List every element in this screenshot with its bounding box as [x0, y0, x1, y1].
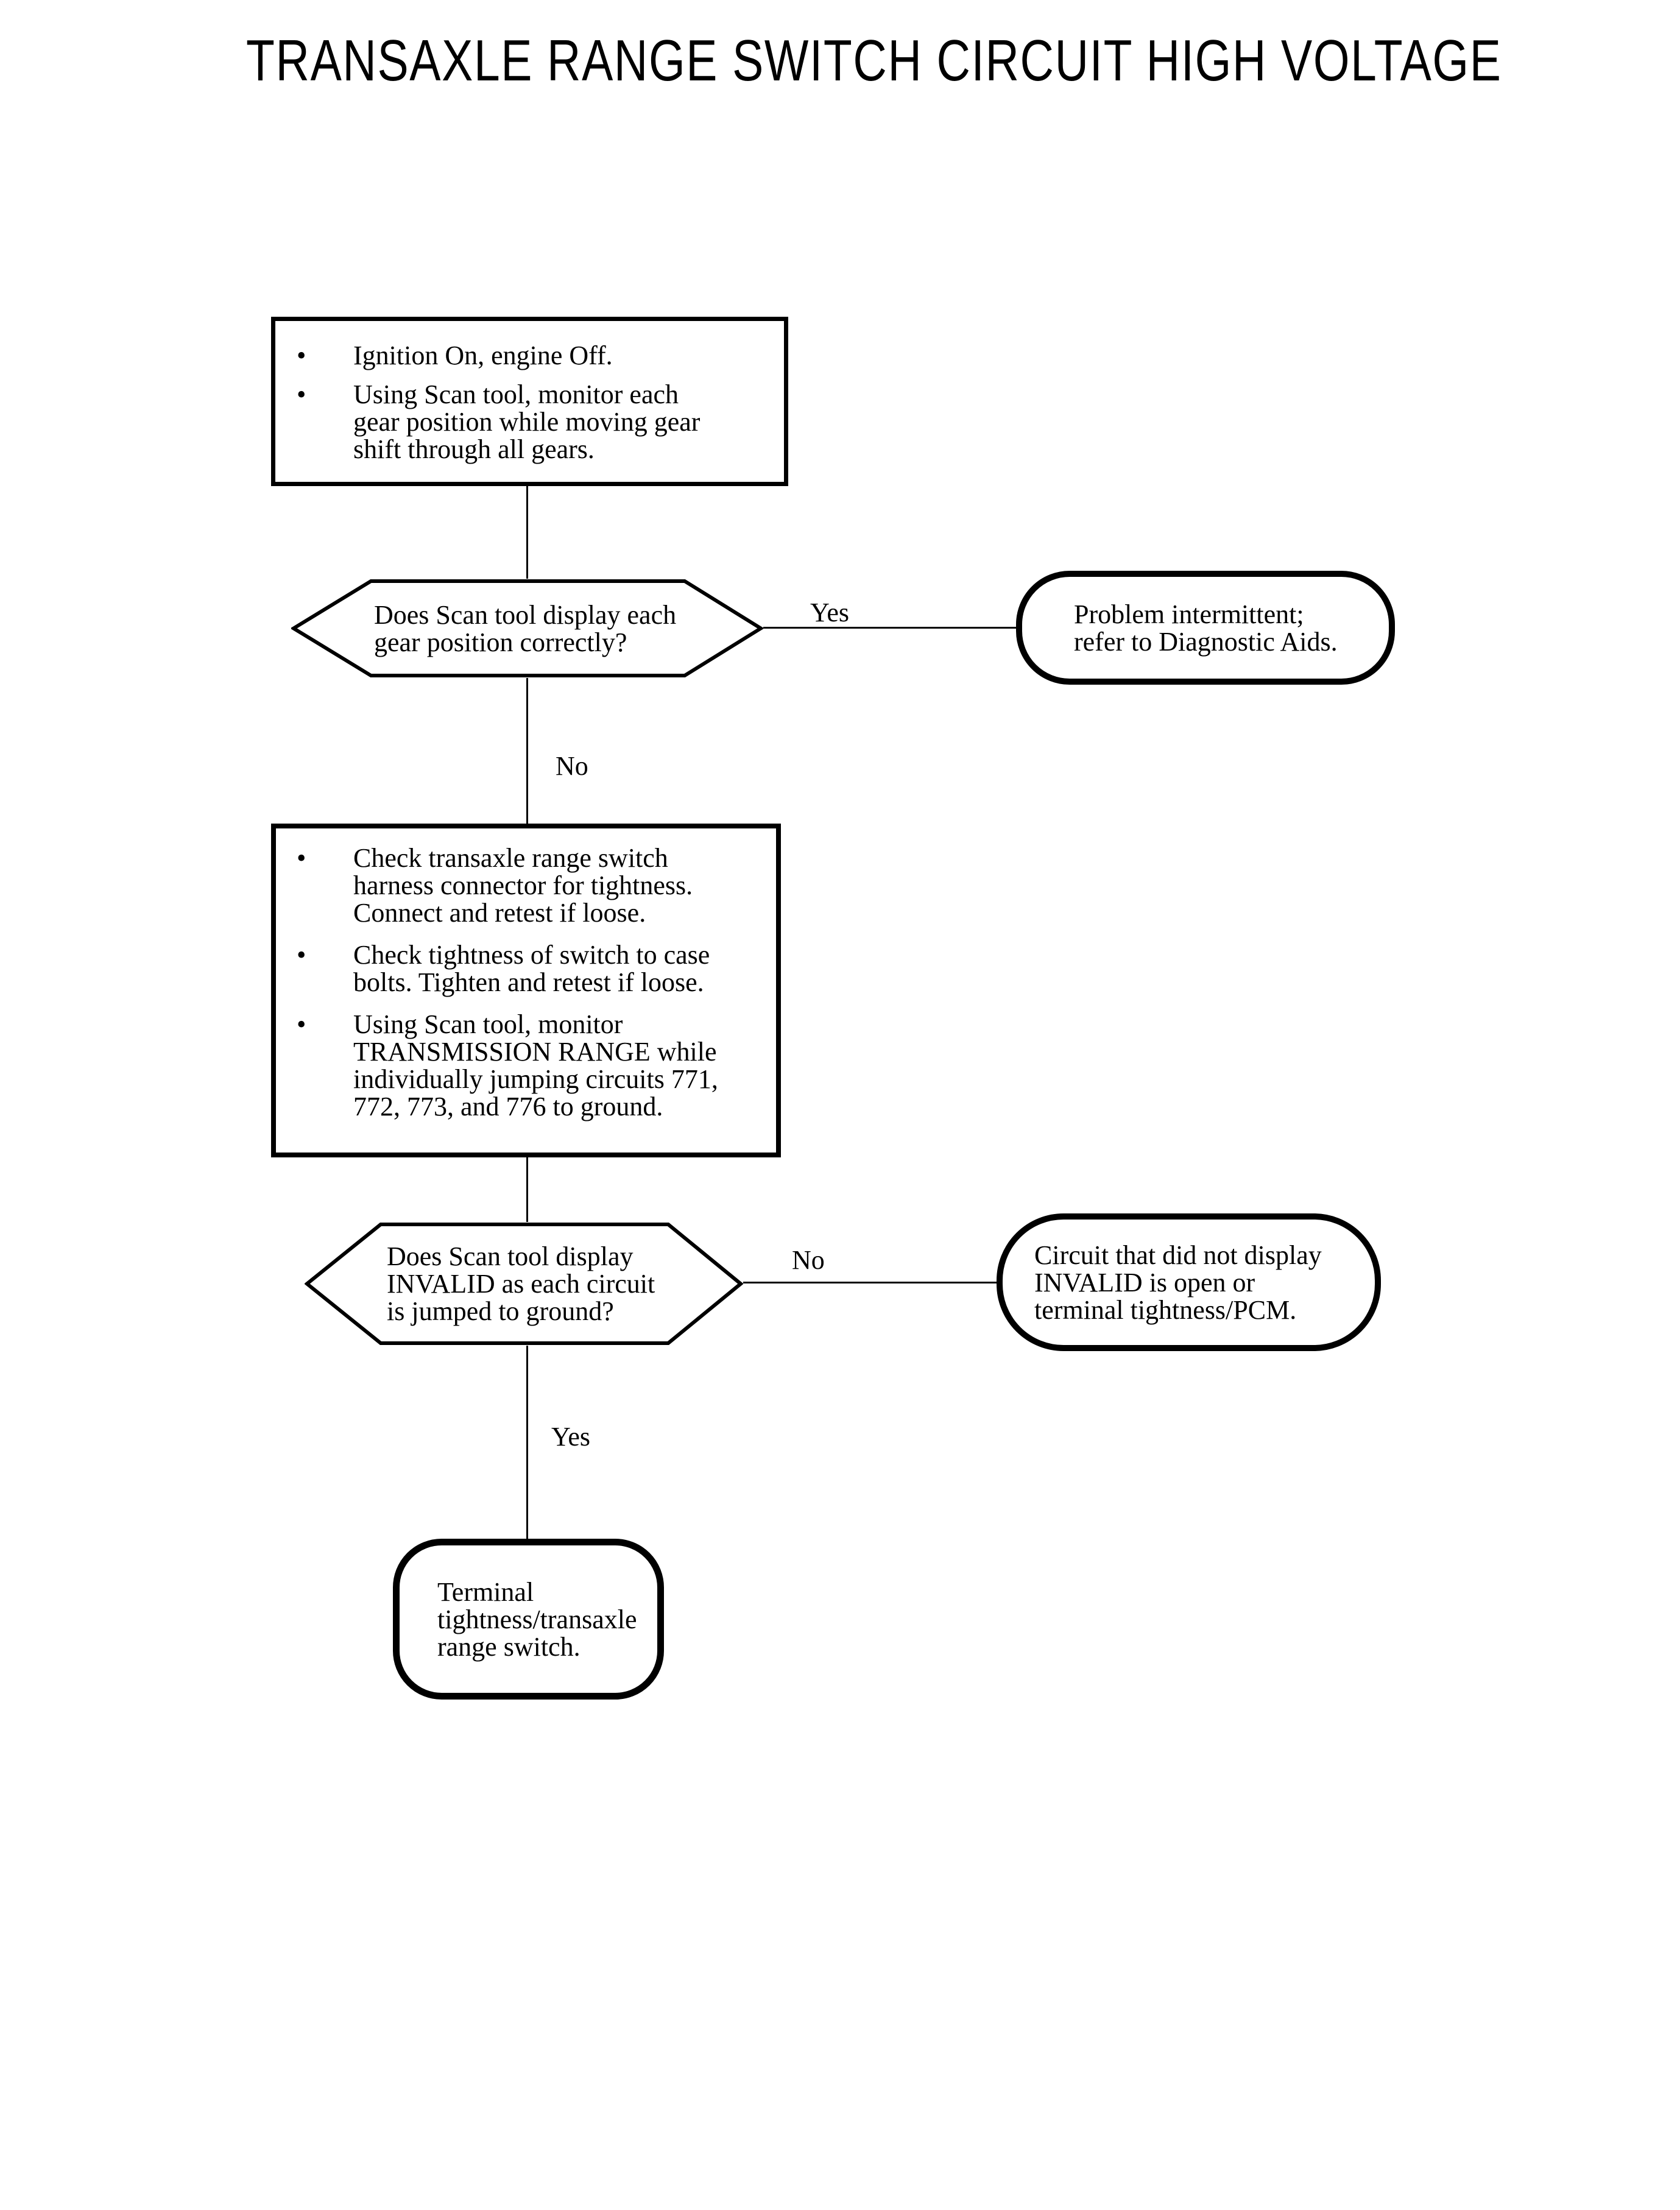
hexagon-shape	[291, 579, 763, 677]
connector-decision2-yes	[526, 1346, 528, 1539]
bullet-icon: •	[297, 341, 306, 370]
connector-decision1-yes	[763, 627, 1016, 629]
branch-label-no: No	[556, 751, 588, 781]
bullet-text: Check transaxle range switch harness con…	[353, 843, 693, 928]
connector-start-to-decision1	[526, 486, 528, 579]
bullet-text: Using Scan tool, monitor TRANSMISSION RA…	[353, 1009, 718, 1121]
list-item: • Check transaxle range switch harness c…	[297, 844, 765, 927]
terminal-problem-intermittent: Problem intermittent; refer to Diagnosti…	[1016, 571, 1395, 685]
list-item: • Using Scan tool, monitor each gear pos…	[297, 381, 773, 463]
start-conditions-box: • Ignition On, engine Off. • Using Scan …	[271, 317, 788, 486]
branch-label-yes: Yes	[810, 598, 850, 627]
terminal-text: Problem intermittent; refer to Diagnosti…	[1074, 599, 1338, 657]
connector-decision1-no	[526, 678, 528, 824]
bullet-icon: •	[297, 380, 306, 409]
list-item: • Using Scan tool, monitor TRANSMISSION …	[297, 1011, 765, 1120]
terminal-circuit-open: Circuit that did not display INVALID is …	[997, 1213, 1381, 1351]
terminal-range-switch: Terminal tightness/transaxle range switc…	[393, 1539, 664, 1700]
bullet-icon: •	[297, 843, 306, 873]
page-title: TRANSAXLE RANGE SWITCH CIRCUIT HIGH VOLT…	[246, 28, 1502, 93]
terminal-text: Terminal tightness/transaxle range switc…	[437, 1576, 637, 1662]
bullet-text: Using Scan tool, monitor each gear posit…	[353, 380, 701, 464]
terminal-text: Circuit that did not display INVALID is …	[1034, 1240, 1322, 1325]
connector-checks-to-decision2	[526, 1157, 528, 1222]
decision-text: Does Scan tool display each gear positio…	[374, 599, 677, 657]
branch-label-yes: Yes	[551, 1422, 591, 1452]
branch-label-no: No	[792, 1245, 825, 1275]
decision-invalid-display: Does Scan tool display INVALID as each c…	[305, 1222, 743, 1346]
bullet-text: Check tightness of switch to case bolts.…	[353, 940, 710, 997]
list-item: • Ignition On, engine Off.	[297, 342, 773, 369]
bullet-icon: •	[297, 1009, 306, 1039]
connector-decision2-no	[743, 1282, 997, 1283]
bullet-icon: •	[297, 940, 306, 970]
hexagon-shape	[305, 1223, 743, 1345]
check-switch-box: • Check transaxle range switch harness c…	[271, 824, 781, 1157]
decision-text: Does Scan tool display INVALID as each c…	[387, 1241, 655, 1326]
decision-gear-display: Does Scan tool display each gear positio…	[291, 579, 763, 678]
list-item: • Check tightness of switch to case bolt…	[297, 941, 765, 996]
bullet-text: Ignition On, engine Off.	[353, 341, 613, 370]
